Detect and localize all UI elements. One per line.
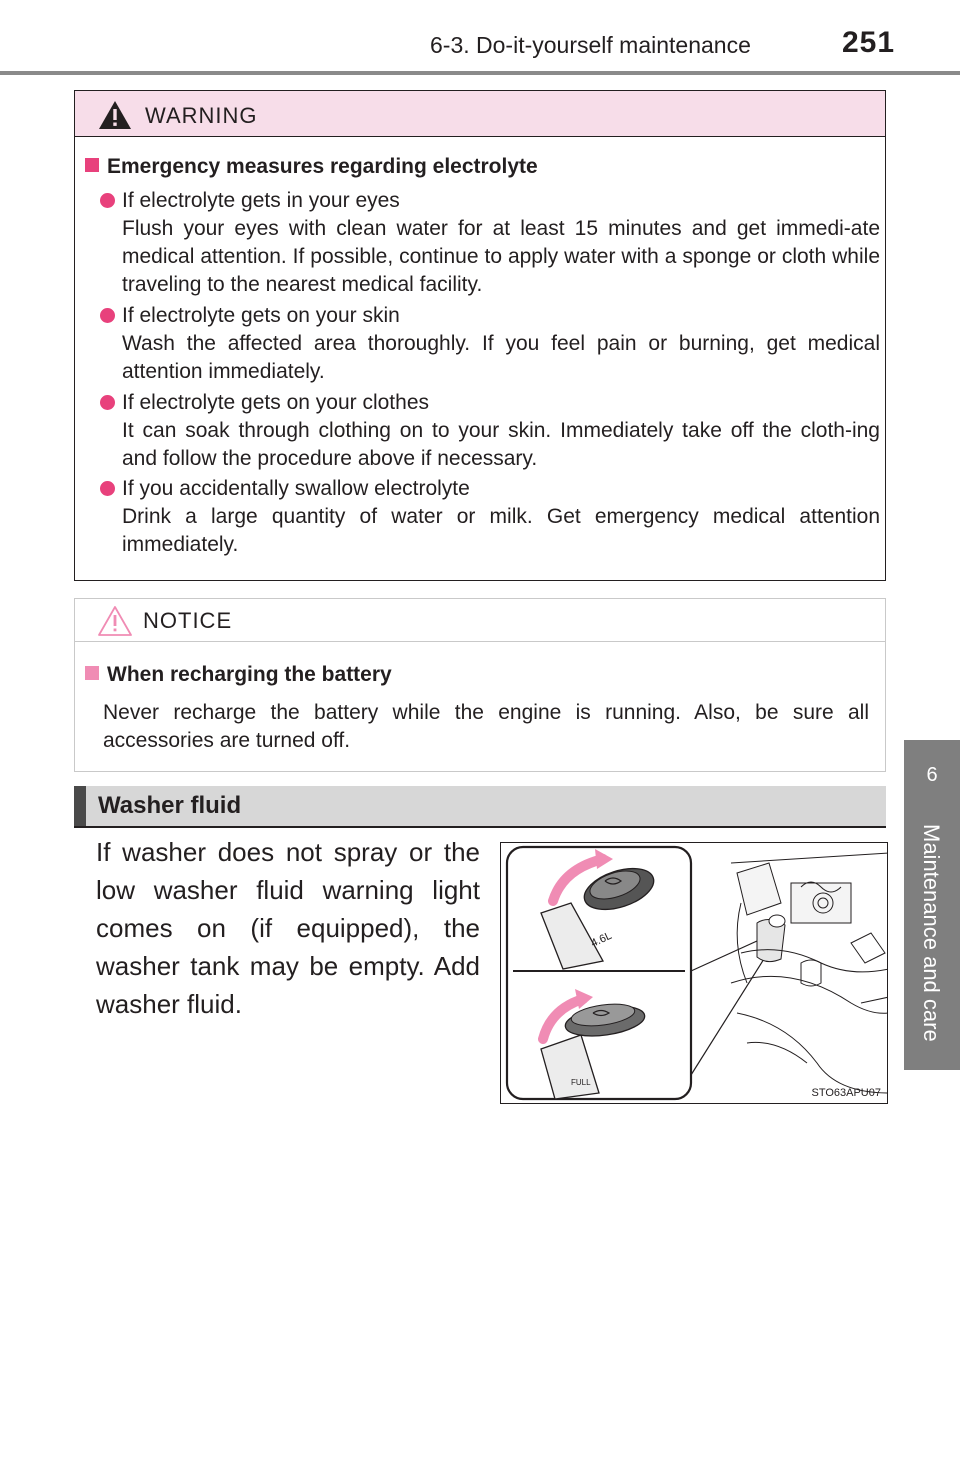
washer-illustration: 4.6L FULL S	[500, 842, 888, 1104]
section-title: Washer fluid	[98, 792, 242, 819]
notice-header: NOTICE	[75, 599, 885, 642]
warning-item-title: If you accidentally swallow electrolyte	[122, 477, 470, 500]
section-header: Washer fluid	[74, 786, 886, 828]
notice-triangle-icon	[98, 606, 132, 636]
notice-title: NOTICE	[143, 608, 233, 633]
page-header: 6-3. Do-it-yourself maintenance 251	[0, 0, 960, 76]
square-bullet-icon	[85, 158, 99, 172]
warning-triangle-icon	[99, 101, 131, 129]
round-bullet-icon	[100, 193, 115, 208]
warning-item-body: Flush your eyes with clean water for at …	[122, 217, 880, 296]
chapter-number: 6	[926, 764, 938, 786]
warning-item-body: Wash the affected area thoroughly. If yo…	[122, 332, 880, 383]
cap-marking-bottom: FULL	[571, 1078, 591, 1087]
square-bullet-icon	[85, 666, 99, 680]
chapter-label: Maintenance and care	[919, 824, 944, 1042]
page-number: 251	[842, 26, 896, 59]
warning-item-title: If electrolyte gets in your eyes	[122, 189, 400, 212]
washer-paragraph: If washer does not spray or the low wash…	[96, 837, 480, 1019]
round-bullet-icon	[100, 481, 115, 496]
figure-code: STO63APU07	[811, 1087, 881, 1099]
section-accent	[74, 786, 86, 826]
warning-heading: Emergency measures regarding electrolyte	[85, 155, 538, 179]
chapter-tab: 6 Maintenance and care	[904, 740, 960, 1070]
warning-title: WARNING	[145, 103, 258, 128]
warning-item-body: It can soak through clothing on to your …	[122, 419, 880, 470]
round-bullet-icon	[100, 308, 115, 323]
notice-heading: When recharging the battery	[85, 663, 392, 687]
washer-tank-drawing: 4.6L FULL	[505, 845, 887, 1101]
warning-box: WARNING Emergency measures regarding ele…	[74, 90, 886, 581]
notice-body: Never recharge the battery while the eng…	[103, 701, 869, 752]
round-bullet-icon	[100, 395, 115, 410]
warning-item-body: Drink a large quantity of water or milk.…	[122, 505, 880, 556]
notice-box: NOTICE When recharging the battery Never…	[74, 598, 886, 772]
header-section-title: 6-3. Do-it-yourself maintenance	[430, 32, 751, 58]
warning-header: WARNING	[75, 91, 885, 137]
warning-item-title: If electrolyte gets on your clothes	[122, 391, 429, 414]
header-rule	[0, 71, 960, 75]
warning-item-title: If electrolyte gets on your skin	[122, 304, 400, 327]
